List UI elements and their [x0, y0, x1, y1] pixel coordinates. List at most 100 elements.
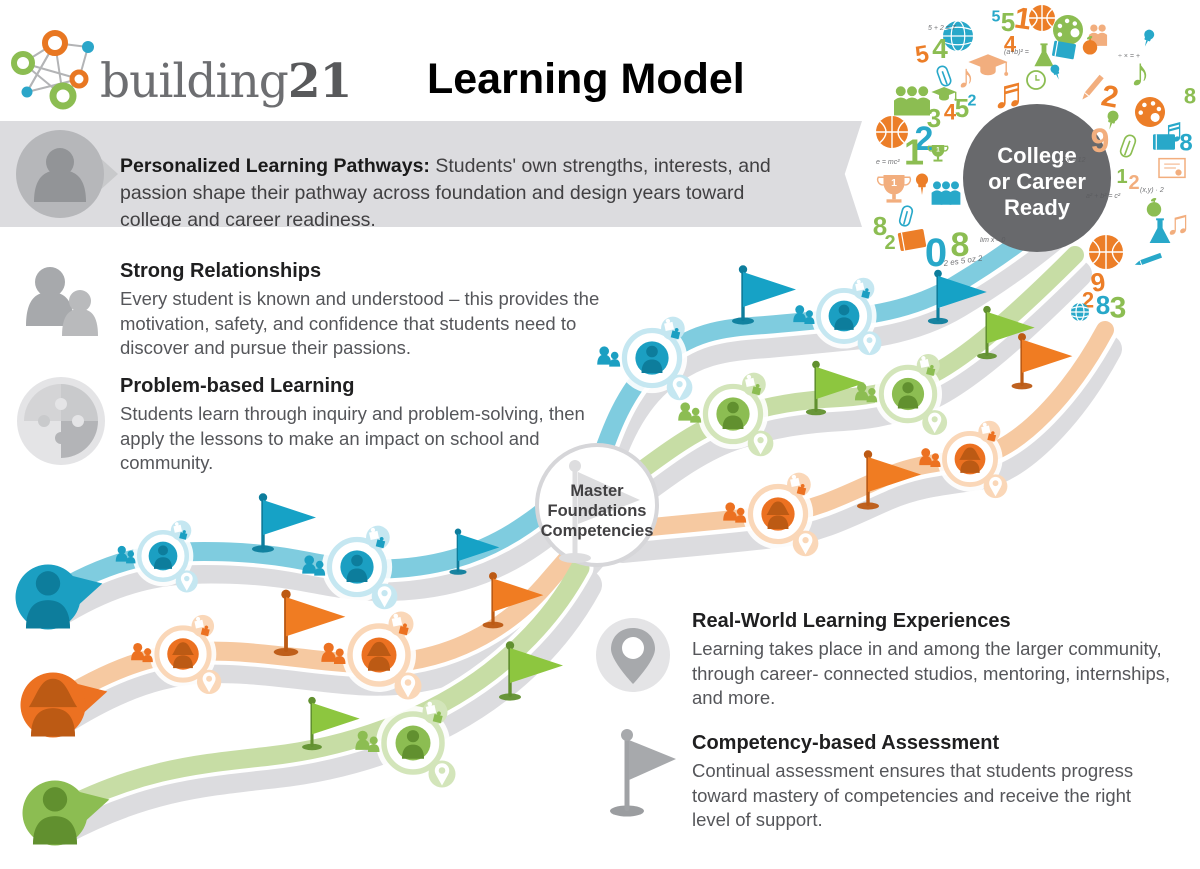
milestone-node: [793, 277, 882, 356]
puzzle-badge-icon: [661, 316, 685, 341]
page-title: Learning Model: [427, 55, 745, 103]
section-competency-assessment: Competency-based Assessment Continual as…: [692, 732, 1192, 833]
svg-text:5 + 2 = 7: 5 + 2 = 7: [928, 25, 957, 32]
puzzle-badge-icon: [388, 611, 414, 637]
svg-text:8: 8: [1184, 84, 1196, 109]
milestone-node: [854, 353, 948, 435]
location-pin-badge-icon: [792, 530, 819, 557]
svg-text:(x,y) · 2: (x,y) · 2: [1140, 187, 1164, 194]
collage-palette-icon: [1135, 97, 1165, 127]
milestone-flag: [482, 572, 544, 629]
collage-globe-icon: [943, 20, 973, 52]
collage-num: 3: [1110, 292, 1127, 325]
svg-text:1: 1: [904, 132, 924, 173]
real-world-title: Real-World Learning Experiences: [692, 610, 1011, 632]
collage-bball-icon: [1089, 235, 1123, 269]
svg-text:9: 9: [1089, 266, 1108, 298]
location-pin-badge-icon: [428, 760, 456, 788]
svg-text:8: 8: [1179, 129, 1192, 156]
milestone-node: [723, 472, 819, 557]
milestone-flag: [499, 641, 563, 701]
svg-text:2: 2: [884, 232, 895, 254]
collage-bball-icon: [1029, 5, 1055, 31]
svg-text:0: 0: [925, 231, 947, 275]
competency-body: Continual assessment ensures that studen…: [692, 760, 1134, 831]
milestone-flag: [805, 360, 865, 416]
personalized-pathways-banner: Personalized Learning Pathways: Students…: [0, 121, 862, 227]
collage-num: 5: [1001, 7, 1015, 37]
svg-text:♪: ♪: [1130, 51, 1150, 95]
svg-text:÷ × = +: ÷ × = +: [1118, 53, 1140, 60]
puzzle-badge-icon: [366, 525, 390, 550]
collage-pushpin-icon: [1144, 29, 1155, 47]
collage-scrib: a² + b² = c²: [1086, 193, 1121, 200]
person-silhouette: [959, 447, 981, 473]
svg-text:9: 9: [1091, 122, 1110, 160]
person-silhouette: [25, 571, 71, 629]
person-silhouette: [641, 345, 663, 373]
svg-text:8: 8: [951, 226, 970, 264]
svg-text:8: 8: [873, 211, 887, 241]
collage-num: 4: [932, 33, 948, 64]
collage-trophy-icon: 1: [927, 145, 949, 162]
svg-text:♫: ♫: [1165, 204, 1191, 242]
milestone-flag: [857, 450, 921, 510]
relationships-people-icon: [26, 267, 98, 336]
collage-pencil-icon: [1134, 252, 1163, 266]
location-pin-badge-icon: [857, 331, 882, 356]
puzzle-badge-icon: [916, 353, 940, 377]
puzzle-badge-icon: [978, 420, 1001, 443]
milestone-flag: [449, 528, 500, 575]
collage-clip-icon: [898, 205, 914, 227]
section-problem-based-learning: Problem-based Learning Students learn th…: [120, 375, 620, 476]
collage-num: 9: [1089, 266, 1108, 298]
svg-text:1: 1: [1116, 166, 1127, 188]
master-foundations-circle: Master Foundations Competencies: [535, 443, 659, 567]
svg-text:8: 8: [1096, 290, 1110, 320]
milestone-flag: [273, 589, 346, 657]
strong-relationships-title: Strong Relationships: [120, 260, 322, 282]
milestone-node: [919, 420, 1008, 499]
gray-ribbon-green-left: [47, 570, 602, 845]
collage-scrib: lim x→0: [980, 237, 1005, 244]
student-avatar: [22, 780, 110, 846]
collage-num: 0: [925, 231, 947, 275]
collage-num: 1: [904, 132, 924, 173]
collage-trophy-icon: 1: [877, 175, 911, 203]
collage-cap-icon: [931, 87, 957, 101]
collage-pushpin-icon: [1050, 64, 1060, 80]
svg-text:4: 4: [1004, 32, 1017, 57]
person-silhouette: [401, 730, 425, 759]
student-group-icon: [854, 382, 878, 403]
svg-text:a² + b² = c²: a² + b² = c²: [1086, 193, 1121, 200]
collage-num: 8: [951, 226, 970, 264]
collage-num: 2: [884, 232, 895, 254]
milestone-node: [302, 525, 398, 610]
collage-num: 8: [1179, 129, 1192, 156]
collage-scrib: (a+b)² =: [1004, 49, 1029, 56]
person-silhouette: [172, 642, 194, 669]
collage-book-icon: [897, 229, 927, 251]
collage-cert-icon: [1158, 157, 1186, 179]
master-circle-label-3: Competencies: [541, 522, 654, 540]
collage-note-icon: ♫: [1165, 204, 1191, 242]
collage-pencil-icon: [1082, 74, 1104, 100]
collage-num: 1: [1012, 1, 1033, 36]
collage-num: 4: [944, 100, 957, 125]
person-silhouette: [897, 382, 919, 409]
svg-text:Σx = 12: Σx = 12: [1061, 157, 1086, 164]
location-pin-badge-icon: [922, 410, 948, 435]
master-circle-label-1: Master: [570, 482, 624, 500]
section-strong-relationships: Strong Relationships Every student is kn…: [120, 260, 640, 361]
collage-flask-icon: [1149, 218, 1171, 244]
collage-pushpin-icon: [915, 173, 929, 195]
collage-clock-icon: [1026, 70, 1046, 90]
svg-text:1: 1: [1012, 1, 1033, 36]
svg-text:2: 2: [1099, 79, 1121, 114]
svg-text:3: 3: [927, 103, 941, 133]
collage-ppl-icon: [894, 86, 930, 116]
logo-wordmark: building21: [100, 54, 352, 109]
collage-note-icon: ♪: [1130, 51, 1150, 95]
milestone-flag: [302, 696, 360, 751]
